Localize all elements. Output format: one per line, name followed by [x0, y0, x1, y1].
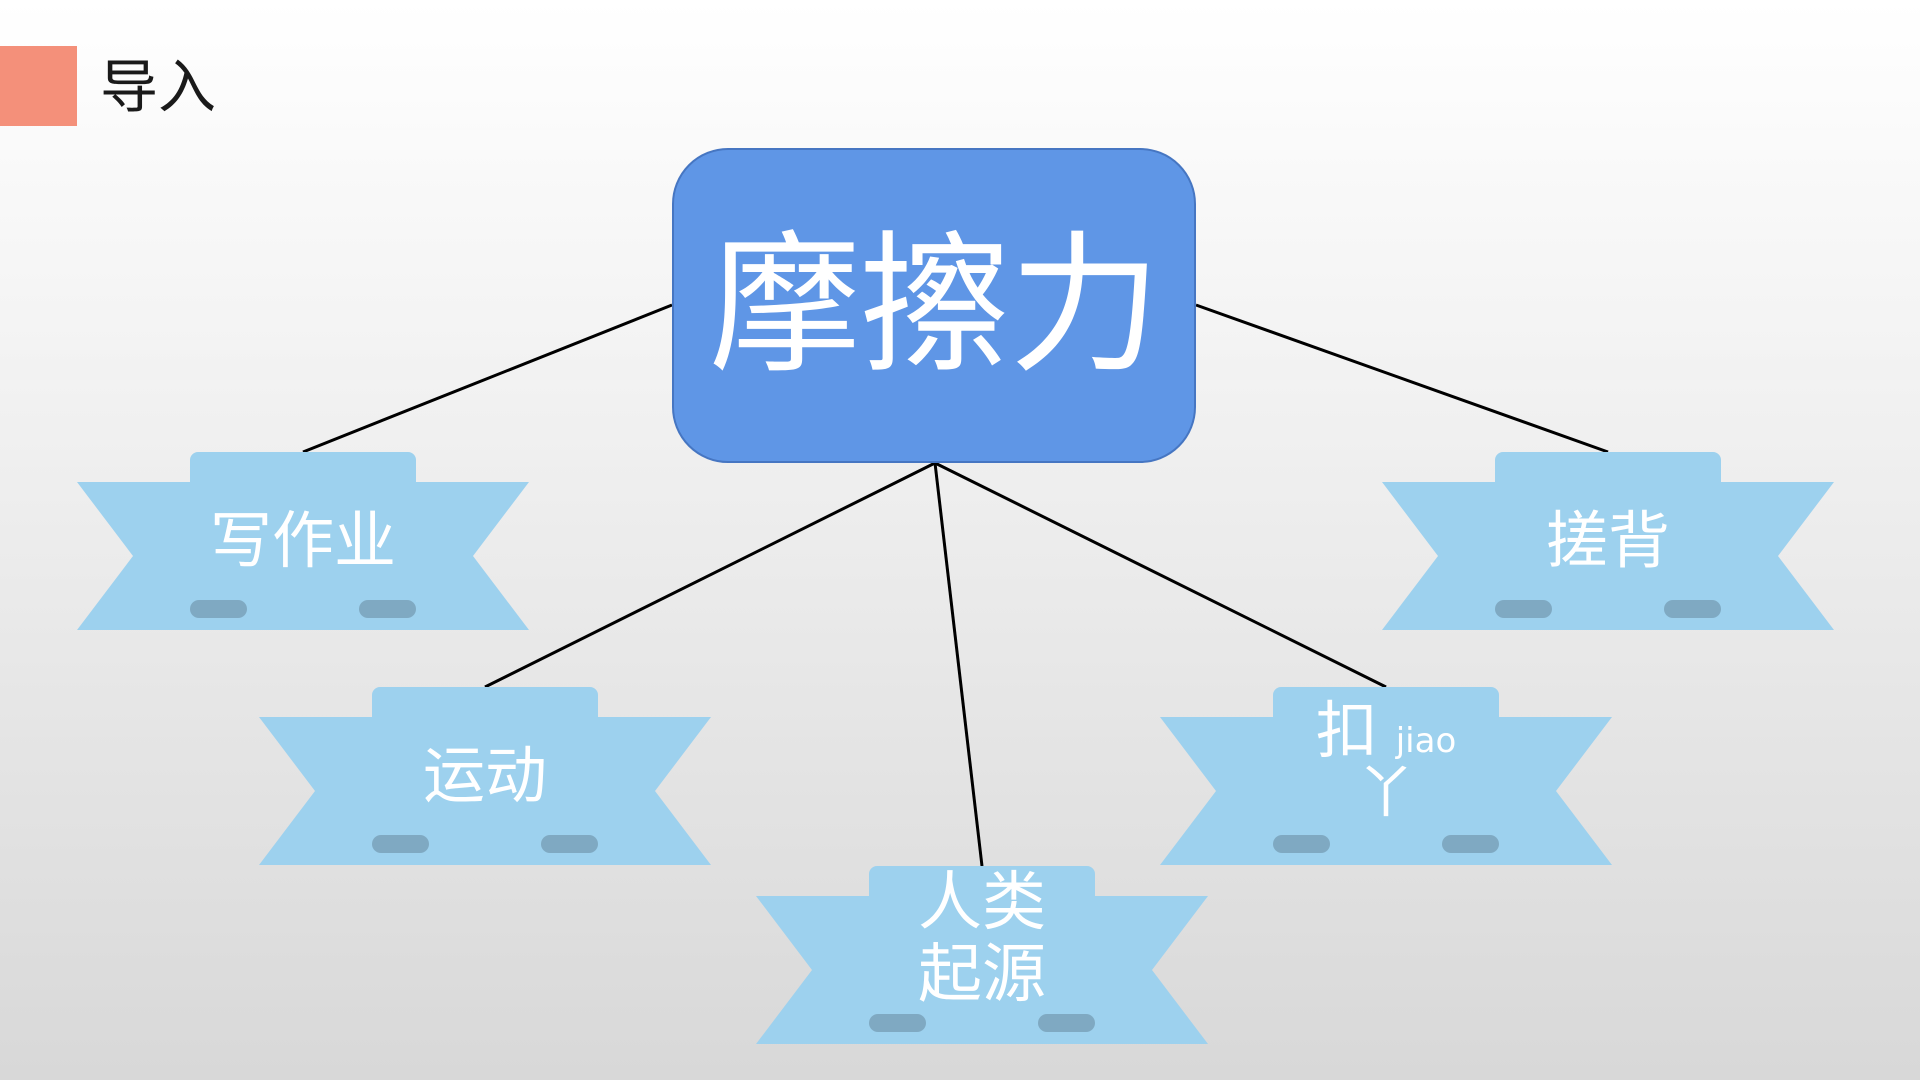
ribbon-banner-shape	[756, 866, 1208, 1044]
connector-exercise	[484, 461, 936, 689]
node-itch-scratch[interactable]: 扣 jiao 丫	[1160, 687, 1612, 865]
connector-homework	[302, 303, 673, 454]
central-topic[interactable]: 摩擦力	[672, 148, 1196, 463]
node-back-scrub[interactable]: 搓背	[1382, 452, 1834, 630]
ribbon-banner-shape	[77, 452, 529, 630]
node-back-scrub-label: 搓背	[1545, 504, 1670, 578]
central-topic-label: 摩擦力	[709, 216, 1161, 394]
ribbon-banner-shape	[1160, 687, 1612, 865]
node-homework[interactable]: 写作业	[77, 452, 529, 630]
section-marker	[0, 46, 77, 126]
connector-human-origin	[933, 462, 984, 867]
node-human-origin[interactable]: 人类 起源	[756, 866, 1208, 1044]
ribbon-banner-shape	[259, 687, 711, 865]
page-title: 导入	[100, 53, 217, 121]
connector-back-scrub	[1195, 303, 1609, 454]
node-itch-scratch-char: 扣	[1315, 694, 1378, 767]
node-exercise[interactable]: 运动	[259, 687, 711, 865]
node-itch-scratch-pinyin: jiao	[1395, 721, 1457, 761]
ribbon-banner-shape	[1382, 452, 1834, 630]
connector-itch-scratch	[934, 461, 1387, 689]
node-human-origin-line1: 人类	[918, 866, 1046, 941]
node-homework-label: 写作业	[209, 504, 396, 578]
node-human-origin-line2: 起源	[918, 938, 1046, 1012]
node-exercise-label: 运动	[422, 739, 547, 813]
node-itch-scratch-bopomofo: 丫	[1358, 761, 1414, 826]
